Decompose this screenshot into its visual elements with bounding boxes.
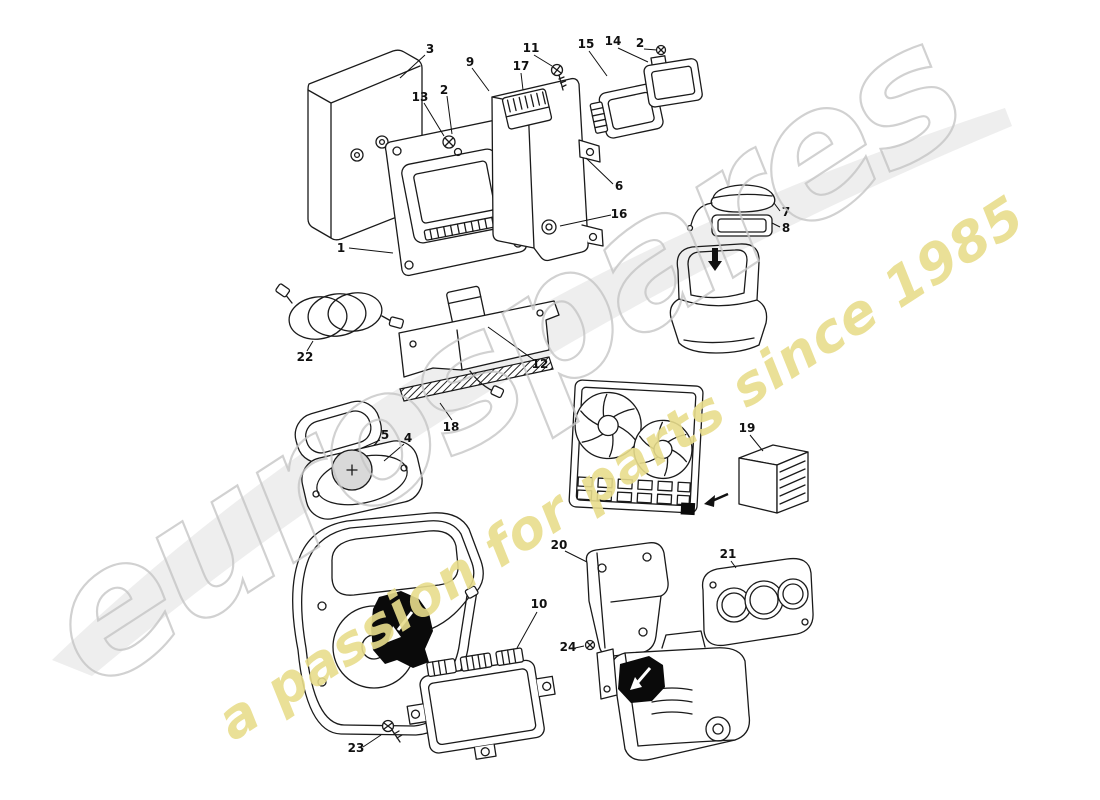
part-connector-17 — [501, 88, 553, 130]
fastener-screw-2b — [655, 44, 667, 56]
callout-19: 19 — [739, 421, 756, 435]
callout-23: 23 — [348, 741, 365, 755]
part-module-14 — [643, 55, 703, 108]
callout-1: 1 — [337, 241, 345, 255]
part-antenna-pad-8 — [711, 214, 773, 237]
callout-15: 15 — [578, 37, 595, 51]
callout-18: 18 — [443, 420, 460, 434]
car-seat-outline — [669, 243, 768, 354]
fastener-screw-23 — [381, 719, 403, 743]
callout-21: 21 — [720, 547, 737, 561]
callout-leader-lines — [306, 47, 781, 748]
washer-2 — [453, 147, 463, 157]
fastener-screw-24 — [584, 639, 596, 651]
fan-connector-highlight — [680, 502, 696, 516]
callout-3: 3 — [426, 42, 434, 56]
part-module-15 — [589, 82, 664, 139]
callout-8: 8 — [782, 221, 790, 235]
fastener-screw-11 — [550, 63, 567, 91]
part-bracket-9 — [491, 77, 604, 262]
part-cooling-fan-assembly — [568, 379, 704, 516]
part-ecu-mounting-plate-1 — [384, 115, 528, 277]
part-heater-assembly — [596, 630, 751, 761]
callout-7: 7 — [782, 205, 790, 219]
part-fascia-bracket-12 — [398, 285, 560, 402]
part-antenna-lead-22 — [275, 283, 404, 340]
callout-2-mid: 2 — [440, 83, 448, 97]
callout-17: 17 — [513, 59, 530, 73]
location-arrow — [708, 248, 722, 271]
callout-16: 16 — [611, 207, 628, 221]
callout-11: 11 — [523, 41, 540, 55]
part-instrument-cluster-21 — [701, 557, 814, 647]
callout-5: 5 — [381, 428, 389, 442]
part-bracket-20 — [585, 542, 669, 657]
callout-13: 13 — [412, 90, 429, 104]
connection-arrow — [704, 492, 729, 507]
callout-12: 12 — [532, 357, 549, 371]
grommet-16 — [541, 219, 557, 235]
callout-6: 6 — [615, 179, 623, 193]
speaker-highlight — [371, 591, 433, 668]
callout-9: 9 — [466, 55, 474, 69]
callout-14: 14 — [605, 34, 622, 48]
callout-2-top: 2 — [636, 36, 644, 50]
part-gps-antenna-7 — [686, 184, 776, 237]
part-ecu-10 — [406, 647, 556, 760]
part-sensor-assembly-4-5 — [294, 400, 423, 520]
callout-22: 22 — [297, 350, 314, 364]
callout-20: 20 — [551, 538, 568, 552]
callout-4: 4 — [404, 431, 412, 445]
callout-24: 24 — [560, 640, 577, 654]
callout-10: 10 — [531, 597, 548, 611]
logo-swoosh — [52, 108, 1012, 676]
part-controller-19 — [738, 444, 809, 514]
